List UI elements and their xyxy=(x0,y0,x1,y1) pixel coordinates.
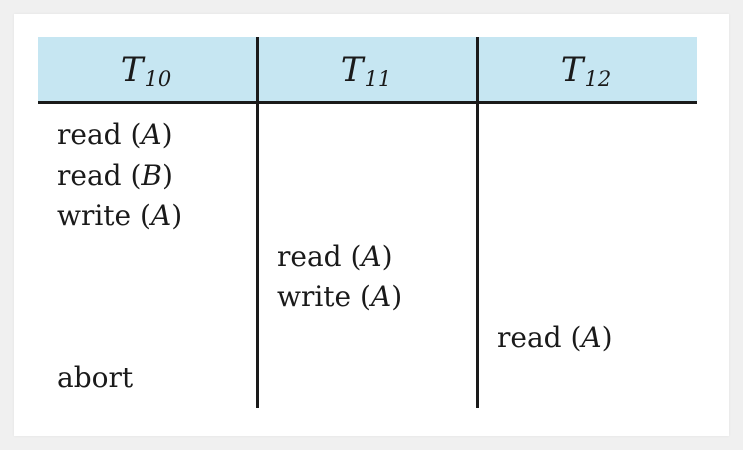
operation-verb: write xyxy=(57,199,132,232)
table-header-band xyxy=(38,37,697,102)
operation-verb: read xyxy=(277,239,342,273)
column-header-name: T xyxy=(120,49,144,90)
column-header-subscript: 11 xyxy=(364,66,392,91)
column-header-name: T xyxy=(560,49,584,90)
operation-read: read (B) xyxy=(57,158,173,192)
operation-write: write (A) xyxy=(277,280,403,313)
operation-verb: read xyxy=(57,158,122,192)
operation-argument: B xyxy=(141,158,162,192)
operation-abort: abort xyxy=(57,358,133,398)
operation-argument: A xyxy=(370,280,392,313)
header-divider xyxy=(38,101,697,104)
operation-verb: read xyxy=(57,118,122,151)
column-header-name: T xyxy=(340,49,364,90)
operation-write: write (A) xyxy=(57,199,183,232)
column-header-subscript: 10 xyxy=(144,66,172,91)
operation-argument: A xyxy=(361,239,382,273)
operation-verb: write xyxy=(277,280,352,313)
operation-read: read (A) xyxy=(277,239,393,273)
column-divider xyxy=(476,37,479,408)
column-header-subscript: 12 xyxy=(584,66,612,91)
operation-read: read (A) xyxy=(497,320,613,354)
operation-argument: A xyxy=(141,118,162,151)
operation-read: read (A) xyxy=(57,118,173,151)
operation-argument: A xyxy=(581,320,602,354)
column-divider xyxy=(256,37,259,408)
operation-verb: read xyxy=(497,320,562,354)
operation-argument: A xyxy=(150,199,172,232)
operation-verb: abort xyxy=(57,361,134,394)
